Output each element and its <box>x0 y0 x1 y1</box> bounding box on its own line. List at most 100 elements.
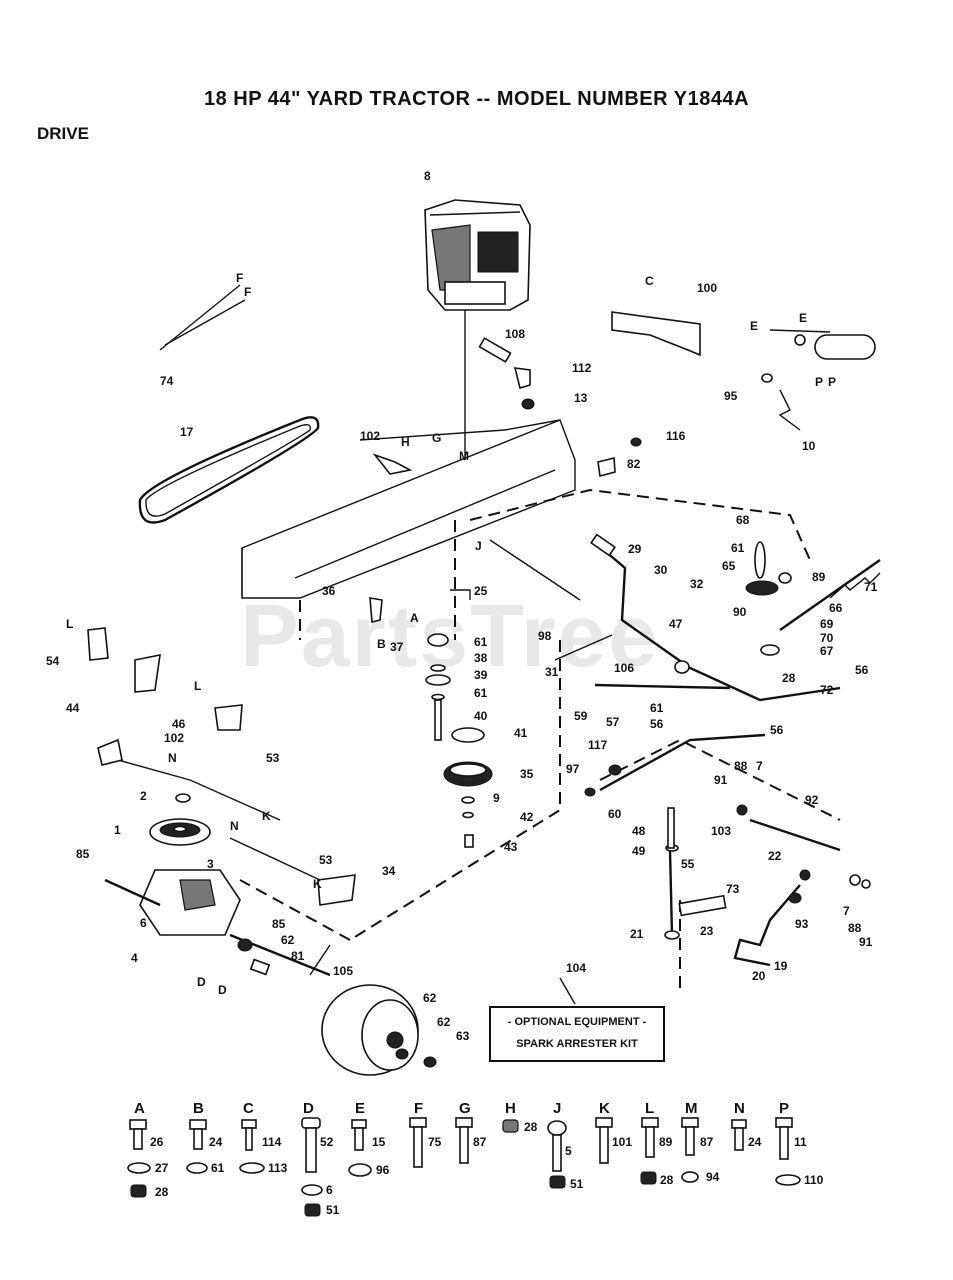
callout: 68 <box>736 513 750 527</box>
callout: 88 <box>848 921 862 935</box>
legend-part: 113 <box>268 1161 288 1175</box>
callout: 102 <box>164 731 184 745</box>
callout: 4 <box>131 951 138 965</box>
engine <box>424 199 531 460</box>
callout: 70 <box>820 631 834 645</box>
callout: 25 <box>474 584 488 598</box>
callout: 65 <box>722 559 736 573</box>
callout: 28 <box>782 671 796 685</box>
legend-part: 24 <box>748 1135 762 1149</box>
optional-equipment-ref: 104 <box>566 961 586 975</box>
callout: 37 <box>390 640 404 654</box>
callout: 67 <box>820 644 834 658</box>
legend-letter: P <box>779 1100 789 1117</box>
callout: 71 <box>864 580 878 594</box>
legend-part: 11 <box>794 1135 807 1149</box>
callout: 102 <box>360 429 380 443</box>
callout: E <box>799 311 807 325</box>
callout: 46 <box>172 717 186 731</box>
callout: 61 <box>474 686 488 700</box>
callout: 91 <box>714 773 728 787</box>
legend-part: 87 <box>473 1135 487 1149</box>
brake-linkage <box>668 818 841 967</box>
callout: 108 <box>505 327 525 341</box>
callout: 59 <box>574 709 588 723</box>
callout: 61 <box>731 541 745 555</box>
callout: 95 <box>724 389 738 403</box>
callout: F <box>236 271 243 285</box>
legend-part: 26 <box>150 1135 164 1149</box>
callout: 85 <box>272 917 286 931</box>
callout: D <box>197 975 206 989</box>
callout: 40 <box>474 709 488 723</box>
legend-letter: C <box>243 1100 254 1117</box>
callout: 41 <box>514 726 528 740</box>
legend-part: 28 <box>524 1120 538 1134</box>
legend-letter: G <box>459 1100 471 1117</box>
callout: 32 <box>690 577 704 591</box>
small-parts <box>87 337 871 1068</box>
callout: L <box>66 617 73 631</box>
callout: 93 <box>795 917 809 931</box>
callout: 42 <box>520 810 534 824</box>
callout: 31 <box>545 665 559 679</box>
legend-letter: B <box>193 1100 204 1117</box>
callout: 89 <box>812 570 826 584</box>
callout: 19 <box>774 959 788 973</box>
callout: 56 <box>855 663 869 677</box>
legend-letter: N <box>734 1100 745 1117</box>
callout: 74 <box>160 374 174 388</box>
callout: 62 <box>437 1015 451 1029</box>
heat-shield <box>611 311 701 357</box>
callout: P <box>815 375 823 389</box>
callout: 10 <box>802 439 816 453</box>
callout: 30 <box>654 563 668 577</box>
legend-part: 28 <box>155 1185 169 1199</box>
legend-part: 51 <box>326 1203 340 1217</box>
callout: 55 <box>681 857 695 871</box>
callout: 72 <box>820 683 834 697</box>
callout: 2 <box>140 789 147 803</box>
legend-part: 5 <box>565 1144 572 1158</box>
callout: G <box>432 431 441 445</box>
callout: 103 <box>711 824 731 838</box>
callout: 23 <box>700 924 714 938</box>
callout: 105 <box>333 964 353 978</box>
callout: 57 <box>606 715 620 729</box>
spring-rod <box>779 559 881 631</box>
shift-lever <box>590 533 841 792</box>
callout: 61 <box>474 635 488 649</box>
callout: 90 <box>733 605 747 619</box>
input-pulley <box>149 818 211 846</box>
callout: 54 <box>46 654 60 668</box>
callout: 85 <box>76 847 90 861</box>
callout: 81 <box>291 949 305 963</box>
callout: H <box>401 435 410 449</box>
muffler <box>769 329 876 360</box>
callout: 17 <box>180 425 194 439</box>
legend-letter: J <box>553 1100 561 1117</box>
callout: 1 <box>114 823 121 837</box>
legend-part: 110 <box>804 1173 824 1187</box>
callout: E <box>750 319 758 333</box>
legend-part: 114 <box>262 1135 282 1149</box>
callout: K <box>313 877 322 891</box>
callout: 8 <box>424 169 431 183</box>
callout: 35 <box>520 767 534 781</box>
callout: 82 <box>627 457 641 471</box>
callout: 7 <box>756 759 763 773</box>
legend-part: 101 <box>612 1135 632 1149</box>
legend-part: 27 <box>155 1161 169 1175</box>
legend-letter: E <box>355 1100 365 1117</box>
callout: M <box>459 449 469 463</box>
callout: A <box>410 611 419 625</box>
callout: 7 <box>843 904 850 918</box>
callout: 9 <box>493 791 500 805</box>
callout: 34 <box>382 864 396 878</box>
drive-belt <box>138 416 320 524</box>
callout: 13 <box>574 391 588 405</box>
legend-part: 75 <box>428 1135 442 1149</box>
callout: 116 <box>666 429 686 443</box>
callout: 97 <box>566 762 580 776</box>
cables <box>99 284 613 976</box>
